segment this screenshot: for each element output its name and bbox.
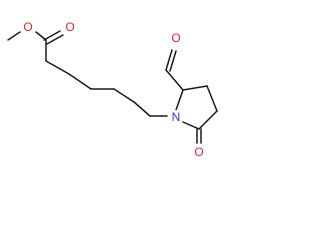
bond-ester-oxygen-to-carbonyl <box>35 31 47 41</box>
bond-aldehyde-double-b <box>169 50 177 72</box>
atom-label-aldehyde-oxygen: O <box>170 31 182 45</box>
lactam-oxygen-label: O <box>194 145 203 159</box>
bond-nitrogen-to-c2 <box>175 89 184 111</box>
bond-c2-to-aldehyde-carbon <box>165 69 184 91</box>
ring-nitrogen-label: N <box>172 110 181 124</box>
atom-label-ester-ether-oxygen: O <box>22 20 34 34</box>
bonds-lactam-carbonyl <box>196 128 202 144</box>
bonds-methyl-ester <box>7 30 64 45</box>
bond-chain-2 <box>45 60 70 75</box>
bonds-alkyl-chain <box>45 39 168 117</box>
ester-ether-oxygen-label: O <box>23 20 32 34</box>
bond-chain-6 <box>133 101 151 117</box>
bond-methyl-to-ester-oxygen <box>7 31 21 41</box>
chemical-structure: O O O N O <box>7 20 218 159</box>
atom-label-ring-nitrogen: N <box>170 110 182 124</box>
bond-c2-to-c3 <box>182 85 208 91</box>
bonds-aldehyde <box>165 49 184 91</box>
aldehyde-oxygen-label: O <box>171 31 180 45</box>
bond-chain-3 <box>68 73 92 90</box>
bond-aldehyde-double-a <box>165 49 173 71</box>
bond-c3-to-c4 <box>206 85 218 112</box>
bond-c5-to-nitrogen <box>182 121 200 130</box>
bonds-pyrrolidinone-ring <box>175 85 218 130</box>
atom-label-ester-carbonyl-oxygen: O <box>64 20 76 34</box>
bond-carbonyl-double-b <box>46 34 64 45</box>
bond-c4-to-c5 <box>198 110 218 130</box>
bond-chain-5 <box>113 88 135 103</box>
ester-carbonyl-oxygen-label: O <box>65 20 74 34</box>
bond-carbonyl-double-a <box>43 30 61 41</box>
atom-label-lactam-oxygen: O <box>193 145 205 159</box>
